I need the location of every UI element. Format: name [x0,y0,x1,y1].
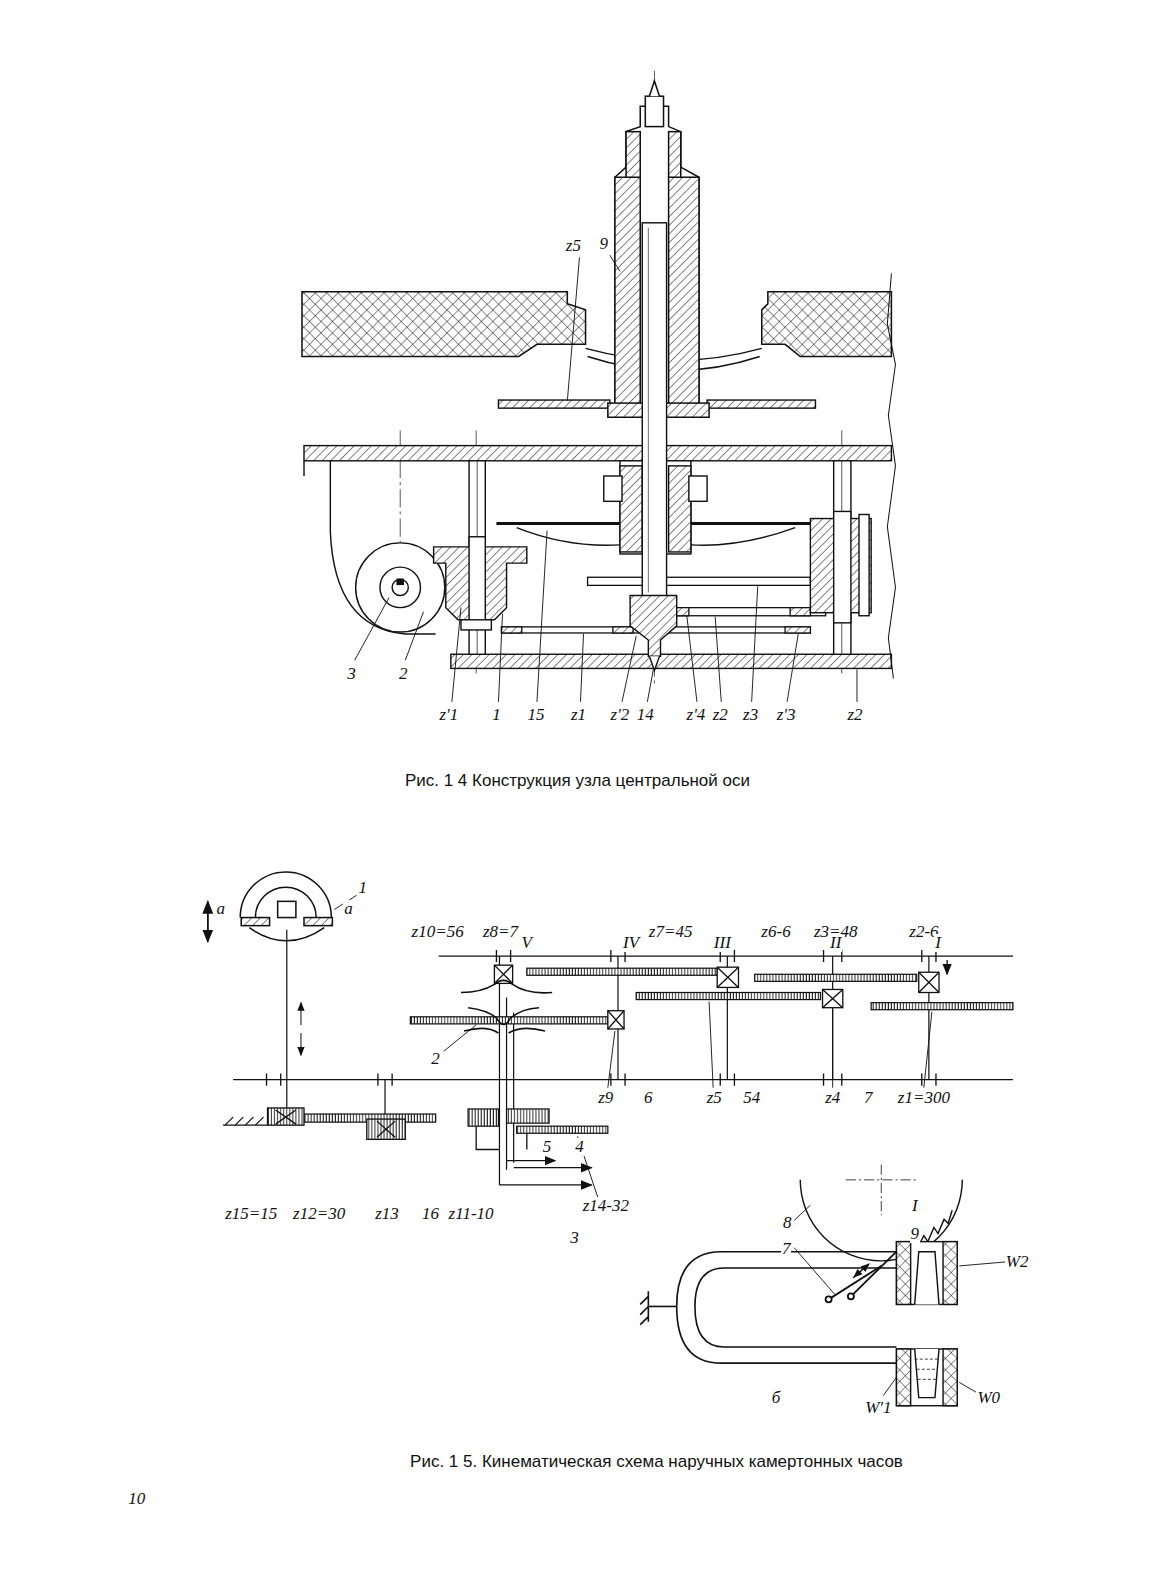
callout-label: 7 [781,1240,792,1258]
center-shaft [630,223,677,671]
callout-label: z7=45 [648,923,694,941]
callout-label: z6-6 [760,923,791,941]
callout-label: 3 [569,1229,580,1247]
callout-label: 7 [863,1089,874,1107]
springs [461,980,552,1033]
wheel-3 [356,543,445,632]
gears [304,968,1013,1133]
tuning-fork [640,1252,896,1363]
callout-label: I [911,1197,919,1215]
callout-label: 2 [430,1050,441,1068]
callout-label: z11-10 [448,1205,495,1223]
callout-label: a [216,900,227,918]
coils [896,1242,957,1406]
callout-label: 1 [357,879,368,897]
callout-label: z1 [570,706,587,724]
callout-label: 9 [910,1225,921,1243]
callout-label: 16 [421,1205,440,1223]
callout-label: z12=30 [292,1205,346,1223]
callout-label: z2 [712,706,729,724]
dial-plate [302,292,891,371]
callout-label: III [713,934,732,952]
center-line [400,71,842,684]
callout-label: z'3 [776,706,797,724]
callout-label: 3 [346,665,357,683]
callout-label: z'1 [438,706,459,724]
callout-label: W2 [1005,1253,1030,1271]
callout-label: z5 [565,237,582,255]
pinion-1 [434,537,527,630]
callout-label: z1=300 [897,1089,951,1107]
callout-label: 15 [526,706,545,724]
callout-label: 5 [542,1138,553,1156]
break-line [887,273,895,678]
callout-label: I [934,934,942,952]
callout-label: 54 [742,1089,761,1107]
figure-caption: Рис. 1 5. Кинематическая схема наручных … [410,1453,903,1472]
callout-label: 14 [636,706,655,724]
callout-label: z9 [597,1089,614,1107]
frame-plates [304,400,891,668]
ground-hatch [223,1117,268,1125]
callout-label: 9 [599,235,610,253]
callout-label: IV [622,934,640,952]
callout-label: z13 [374,1205,400,1223]
callout-label: W0 [976,1389,1001,1407]
callout-label: 4 [574,1138,585,1156]
callout-label: z3 [742,706,759,724]
crown-1 [208,872,333,1055]
callout-label: z14-32 [582,1197,630,1215]
callout-label: z10=56 [411,923,465,941]
callout-label: б [771,1389,782,1407]
frame-lines [233,950,1013,1086]
hand-arrows [499,960,947,1185]
pinions [268,965,939,1139]
callout-label: 1 [491,706,502,724]
hand-tubes [476,1126,527,1149]
leader-lines [355,255,857,702]
callout-label: z2 [846,706,863,724]
callout-label: z'4 [686,706,707,724]
callout-label: W'1 [864,1399,892,1417]
right-wheel [810,511,871,622]
leader-lines [334,895,1005,1395]
callout-label: z5 [706,1089,723,1107]
shafts [287,930,929,1185]
callout-label: V [521,934,533,952]
callout-label: II [829,934,842,952]
figure-caption: Рис. 1 4 Конструкция узла центральной ос… [405,772,750,791]
callout-label: 6 [643,1089,654,1107]
callout-label: 8 [782,1214,793,1232]
callout-label: z15=15 [224,1205,278,1223]
callout-label: a [343,900,354,918]
callout-label: 10 [127,1490,146,1508]
callout-label: z4 [824,1089,841,1107]
callout-label: z'2 [610,706,631,724]
callout-label: z8=7 [482,923,519,941]
callout-label: 2 [398,665,409,683]
